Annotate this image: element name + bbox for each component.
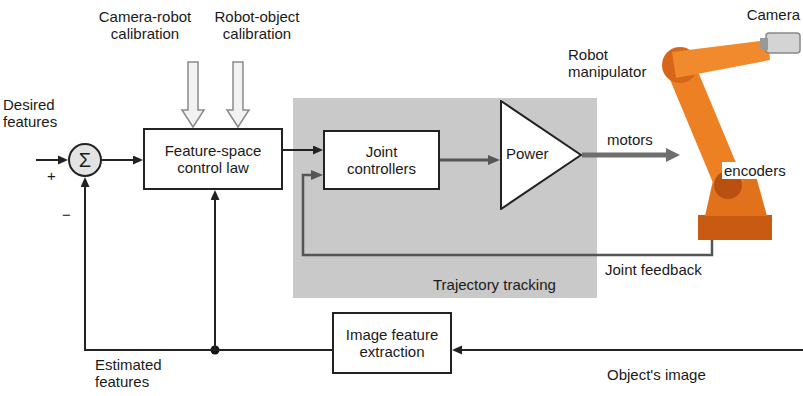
box-label: Joint controllers [333,143,430,178]
input-label: Desired features [3,96,75,131]
arrowhead [58,156,68,165]
box-label: Σ [79,150,91,170]
arrowhead [452,346,462,355]
calibration-label: Robot-object calibration [203,8,311,43]
sign-label: − [62,206,71,223]
image-signal-line [462,349,803,351]
calibration-arrow [182,62,204,127]
amplifier-triangle: Power [500,100,582,210]
calibration-label: Camera-robot calibration [86,8,204,43]
box-label: Feature-space control law [153,142,273,177]
box-label: Image feature extraction [342,326,442,361]
signal-label: Joint feedback [603,261,704,278]
sign-label: + [47,167,56,184]
controller-box: Joint controllers [323,130,440,190]
tracking-region: Trajectory tracking Joint controllers Powe… [293,98,597,298]
input-line [36,159,58,161]
part-label: motors [607,131,653,148]
summing-junction: Σ [68,143,102,177]
signal-connector [283,149,313,151]
process-box: Image feature extraction [332,312,452,374]
signal-label: Estimated features [93,356,183,391]
amplifier-label: Power [506,145,549,162]
signal-connector [102,159,133,161]
signal-connector [440,159,488,162]
signal-label: Object's image [607,366,706,383]
region-fill [293,98,597,298]
part-label: Camera [747,6,800,23]
robot-photo: CameraRobot manipulatormotorsencoders [680,0,803,240]
robot-illustration [662,33,800,240]
region-label: Trajectory tracking [433,276,556,293]
calibration-arrow [227,62,249,127]
part-label: encoders [722,162,788,179]
photo-background [597,0,803,240]
part-label: Robot manipulator [568,46,654,81]
control-law-box: Feature-space control law [143,128,283,190]
signal-connector [582,153,666,158]
